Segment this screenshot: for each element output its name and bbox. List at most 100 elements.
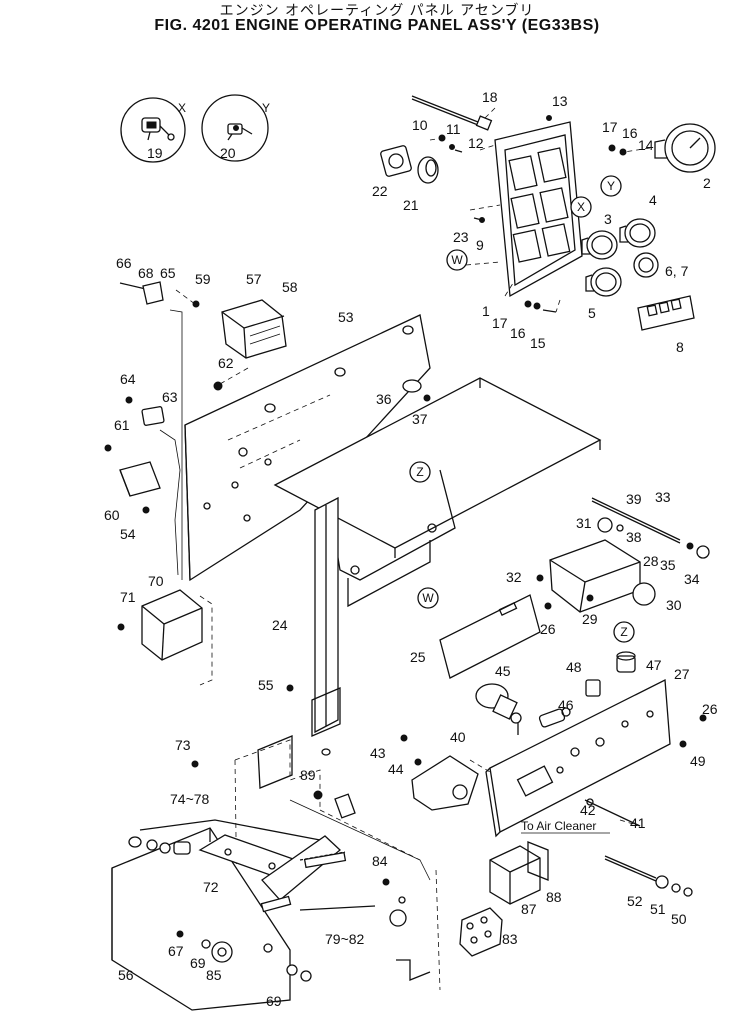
gauge-5 <box>585 267 622 297</box>
rod-52 <box>604 714 707 897</box>
label-70: 70 <box>148 573 164 589</box>
cover-frame <box>191 735 441 991</box>
rod-41 <box>584 798 641 827</box>
label-46: 46 <box>558 697 574 713</box>
label-29: 29 <box>582 611 598 627</box>
label-25: 25 <box>410 649 426 665</box>
label-9: 9 <box>476 237 484 253</box>
gauge-4 <box>619 218 656 248</box>
label-88: 88 <box>546 889 562 905</box>
plate-25 <box>439 594 541 679</box>
ref-circle-w-top: W <box>446 249 468 271</box>
detail-label-x: X <box>178 101 186 115</box>
label-45: 45 <box>495 663 511 679</box>
label-35: 35 <box>660 557 676 573</box>
label-89: 89 <box>300 767 316 783</box>
label-17a: 17 <box>602 119 618 135</box>
gauge-6-7 <box>633 252 659 278</box>
lever-74-78 <box>128 819 321 855</box>
label-37: 37 <box>412 411 428 427</box>
small-screws <box>438 115 627 313</box>
label-39: 39 <box>626 491 642 507</box>
gauge-2 <box>654 123 716 173</box>
part-number-labels: 19 20 18 13 10 11 12 17 16 14 2 22 21 4 … <box>104 89 718 1009</box>
label-34: 34 <box>684 571 700 587</box>
label-57: 57 <box>246 271 262 287</box>
label-51: 51 <box>650 901 666 917</box>
cover-56 <box>111 827 291 1011</box>
frame-bracket <box>273 377 602 608</box>
gauge-panel <box>465 121 583 298</box>
label-79-82: 79~82 <box>325 931 365 947</box>
label-66: 66 <box>116 255 132 271</box>
part-46 <box>538 707 571 728</box>
label-17b: 17 <box>492 315 508 331</box>
label-43: 43 <box>370 745 386 761</box>
post-24 <box>286 496 341 756</box>
label-84: 84 <box>372 853 388 869</box>
washers-69 <box>286 964 312 982</box>
label-50: 50 <box>671 911 687 927</box>
label-16a: 16 <box>622 125 638 141</box>
label-10: 10 <box>412 117 428 133</box>
label-18: 18 <box>482 89 498 105</box>
label-55: 55 <box>258 677 274 693</box>
part-8-meter <box>637 295 695 331</box>
label-15: 15 <box>530 335 546 351</box>
label-4: 4 <box>649 192 657 208</box>
leader-lines <box>175 107 651 827</box>
label-65: 65 <box>160 265 176 281</box>
label-33: 33 <box>655 489 671 505</box>
ref-circle-y-top: Y <box>600 175 622 197</box>
label-64: 64 <box>120 371 136 387</box>
panel-27 <box>485 678 671 838</box>
key-switch-45 <box>475 683 522 735</box>
detail-view-y <box>201 94 269 162</box>
label-31: 31 <box>576 515 592 531</box>
ref-circle-z-frame: Z <box>409 461 431 483</box>
title-japanese: エンジン オペレーティング パネル アセンブリ <box>219 3 535 19</box>
label-12: 12 <box>468 135 484 151</box>
label-41: 41 <box>630 815 646 831</box>
relay-57-58 <box>221 299 287 359</box>
label-21: 21 <box>403 197 419 213</box>
label-8: 8 <box>676 339 684 355</box>
part-21-lens <box>417 156 439 184</box>
label-69b: 69 <box>266 993 282 1009</box>
label-27: 27 <box>674 666 690 682</box>
label-74-78: 74~78 <box>170 791 210 807</box>
label-30: 30 <box>666 597 682 613</box>
label-48: 48 <box>566 659 582 675</box>
label-22: 22 <box>372 183 388 199</box>
label-14: 14 <box>638 137 654 153</box>
label-68: 68 <box>138 265 154 281</box>
part-22-bracket <box>380 145 412 177</box>
label-61: 61 <box>114 417 130 433</box>
label-26b: 26 <box>702 701 718 717</box>
label-38: 38 <box>626 529 642 545</box>
label-73: 73 <box>175 737 191 753</box>
detail-label-y: Y <box>262 101 270 115</box>
label-72: 72 <box>203 879 219 895</box>
label-54: 54 <box>120 526 136 542</box>
part-48 <box>585 679 601 697</box>
label-1: 1 <box>482 303 490 319</box>
label-13: 13 <box>552 93 568 109</box>
linkage-assembly <box>536 497 710 613</box>
svg-text:W: W <box>451 253 463 267</box>
label-23: 23 <box>453 229 469 245</box>
label-53: 53 <box>338 309 354 325</box>
label-52: 52 <box>627 893 643 909</box>
label-49: 49 <box>690 753 706 769</box>
label-16b: 16 <box>510 325 526 341</box>
label-71: 71 <box>120 589 136 605</box>
label-6-7: 6, 7 <box>665 263 689 279</box>
label-58: 58 <box>282 279 298 295</box>
label-36: 36 <box>376 391 392 407</box>
label-2: 2 <box>703 175 711 191</box>
ref-circle-z-right: Z <box>613 621 635 643</box>
svg-text:W: W <box>422 591 434 605</box>
socket-83 <box>459 907 503 957</box>
label-5: 5 <box>588 305 596 321</box>
part-70-box <box>117 589 213 686</box>
